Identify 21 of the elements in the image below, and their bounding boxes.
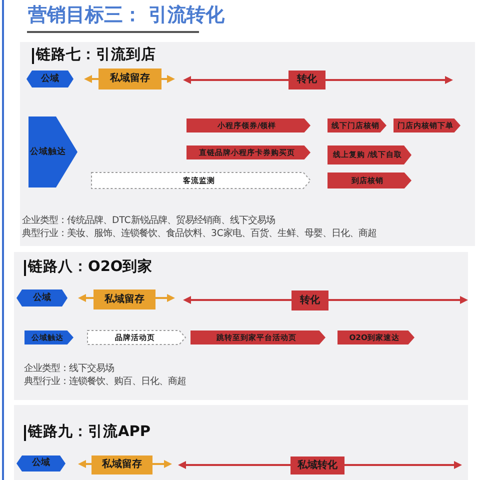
panel bbox=[20, 42, 475, 246]
info-line: 企业类型：线下交易场 bbox=[24, 362, 114, 375]
stage-tag: 公域 bbox=[16, 455, 66, 472]
stage-box: 转化 bbox=[288, 70, 326, 90]
stage-tag: 公域 bbox=[16, 289, 68, 307]
chevron-box: 公域触达 bbox=[28, 116, 78, 188]
stage-tag: 公域 bbox=[26, 70, 74, 88]
stage-box: 私域留存 bbox=[91, 455, 153, 475]
info-line: 典型行业：美妆、服饰、连锁餐饮、食品饮料、3C家电、百货、生鲜、母婴、日化、商超 bbox=[22, 227, 376, 240]
stage-box: 私域留存 bbox=[98, 68, 162, 90]
stage-box: 转化 bbox=[291, 290, 329, 311]
panel-heading: 链路八：O2O到家 bbox=[24, 260, 153, 276]
info-line: 企业类型：传统品牌、DTC新锐品牌、贸易经销商、线下交易场 bbox=[22, 214, 275, 227]
title: 营销目标三： 引流转化 bbox=[28, 3, 225, 28]
stage-box: 私域留存 bbox=[93, 289, 156, 310]
info-line: 典型行业：连锁餐饮、购百、日化、商超 bbox=[24, 375, 186, 388]
stage-box: 私域转化 bbox=[290, 456, 345, 475]
panel bbox=[14, 405, 468, 480]
panel bbox=[14, 252, 468, 400]
panel-heading: 链路九：引流APP bbox=[24, 425, 150, 441]
panel-heading: 链路七：引流到店 bbox=[32, 48, 156, 64]
